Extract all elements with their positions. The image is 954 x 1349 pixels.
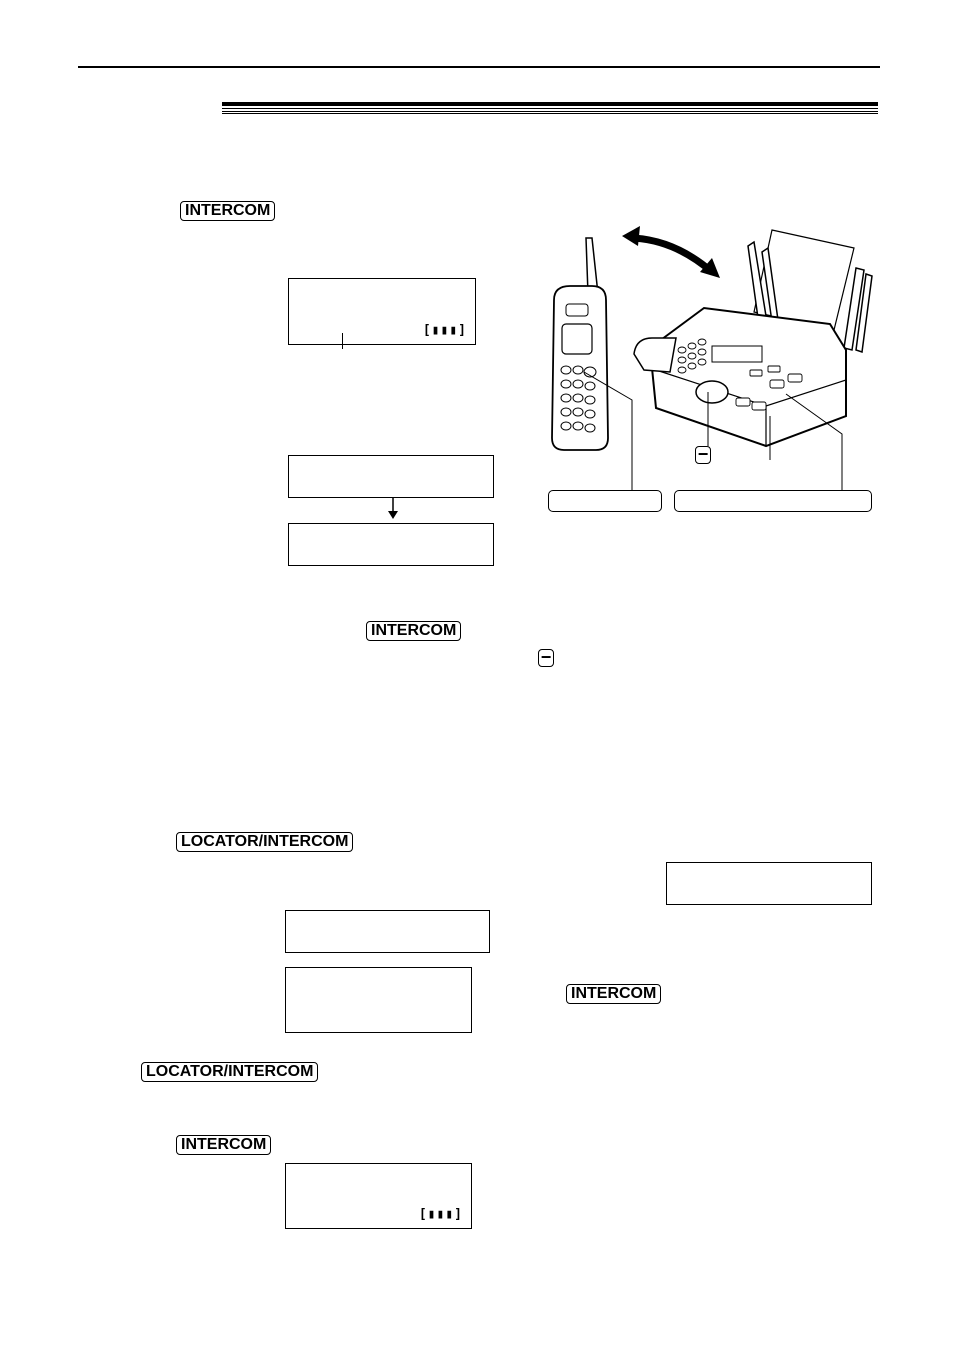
handset-and-fax-illustration	[551, 226, 873, 490]
intercom-key: INTERCOM	[366, 621, 462, 641]
section-title-bar	[222, 102, 878, 114]
intercom-key: INTERCOM	[566, 984, 662, 1004]
battery-indicator-icon: [▮▮▮]	[422, 323, 467, 338]
lcd-display-handset	[285, 967, 472, 1033]
intercom-key: INTERCOM	[176, 1135, 272, 1155]
minus-key: −	[538, 648, 554, 667]
battery-indicator-icon: [▮▮▮]	[418, 1207, 463, 1222]
lcd-display-step-a	[288, 455, 494, 498]
handset-callout-label	[548, 490, 662, 512]
lcd-display-paging	[285, 910, 490, 953]
arrow-down-icon	[388, 497, 398, 519]
top-rule	[78, 66, 880, 68]
base-unit-callout-label	[674, 490, 872, 512]
intercom-key: INTERCOM	[180, 201, 276, 221]
display-pointer-line	[342, 333, 343, 349]
lcd-display-standby: [▮▮▮]	[288, 278, 476, 345]
lcd-display-step-b	[288, 523, 494, 566]
minus-key-callout: −	[695, 445, 711, 464]
lcd-display-right	[666, 862, 872, 905]
locator-intercom-key: LOCATOR/INTERCOM	[176, 832, 354, 852]
lcd-display-standby-final: [▮▮▮]	[285, 1163, 472, 1229]
locator-intercom-key: LOCATOR/INTERCOM	[141, 1062, 319, 1082]
